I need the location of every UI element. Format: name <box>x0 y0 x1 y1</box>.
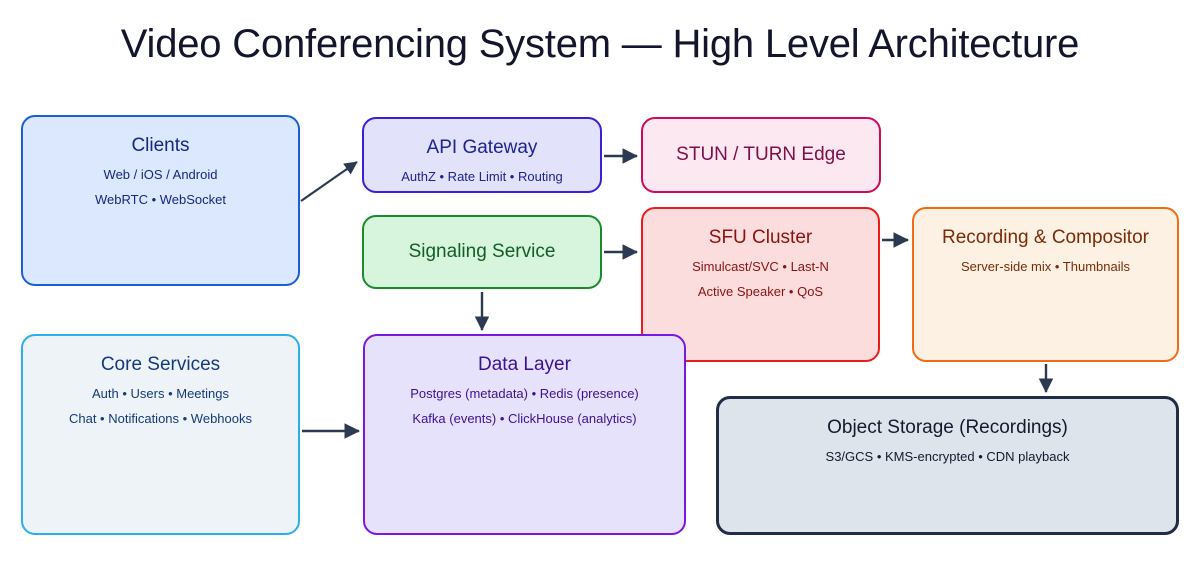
node-sfu-cluster-line-2: Active Speaker • QoS <box>697 284 824 300</box>
node-data-layer[interactable]: Data Layer Postgres (metadata) • Redis (… <box>363 334 686 535</box>
node-clients-title: Clients <box>131 135 190 156</box>
node-stun-turn-edge[interactable]: STUN / TURN Edge <box>641 117 881 193</box>
node-signaling-service[interactable]: Signaling Service <box>362 215 602 289</box>
node-clients-line-2: WebRTC • WebSocket <box>95 192 226 208</box>
node-core-services-line-1: Auth • Users • Meetings <box>92 385 229 401</box>
node-data-layer-title: Data Layer <box>478 354 571 375</box>
node-stun-turn-edge-title: STUN / TURN Edge <box>676 144 846 166</box>
node-sfu-cluster-line-1: Simulcast/SVC • Last-N <box>692 258 829 274</box>
edge-clients-to-api-gateway <box>300 161 358 202</box>
page-title: Video Conferencing System — High Level A… <box>120 22 1080 66</box>
node-core-services-line-2: Chat • Notifications • Webhooks <box>68 411 252 427</box>
node-data-layer-line-1: Postgres (metadata) • Redis (presence) <box>410 385 639 401</box>
node-clients-line-1: Web / iOS / Android <box>103 166 218 182</box>
node-sfu-cluster[interactable]: SFU Cluster Simulcast/SVC • Last-N Activ… <box>641 207 880 362</box>
node-core-services-title: Core Services <box>100 354 221 375</box>
node-recording-compositor-title: Recording & Compositor <box>942 227 1149 248</box>
node-data-layer-line-2: Kafka (events) • ClickHouse (analytics) <box>412 411 637 427</box>
node-api-gateway-line-1: AuthZ • Rate Limit • Routing <box>401 168 563 184</box>
node-object-storage[interactable]: Object Storage (Recordings) S3/GCS • KMS… <box>716 396 1179 535</box>
node-object-storage-title: Object Storage (Recordings) <box>827 417 1068 438</box>
node-object-storage-line-1: S3/GCS • KMS-encrypted • CDN playback <box>825 448 1070 464</box>
node-recording-compositor-line-1: Server-side mix • Thumbnails <box>960 258 1131 274</box>
node-signaling-service-title: Signaling Service <box>408 241 556 263</box>
node-sfu-cluster-title: SFU Cluster <box>708 227 813 248</box>
node-recording-compositor[interactable]: Recording & Compositor Server-side mix •… <box>912 207 1179 362</box>
node-api-gateway-title: API Gateway <box>426 137 538 158</box>
node-api-gateway[interactable]: API Gateway AuthZ • Rate Limit • Routing <box>362 117 602 193</box>
node-clients[interactable]: Clients Web / iOS / Android WebRTC • Web… <box>21 115 300 286</box>
node-core-services[interactable]: Core Services Auth • Users • Meetings Ch… <box>21 334 300 535</box>
